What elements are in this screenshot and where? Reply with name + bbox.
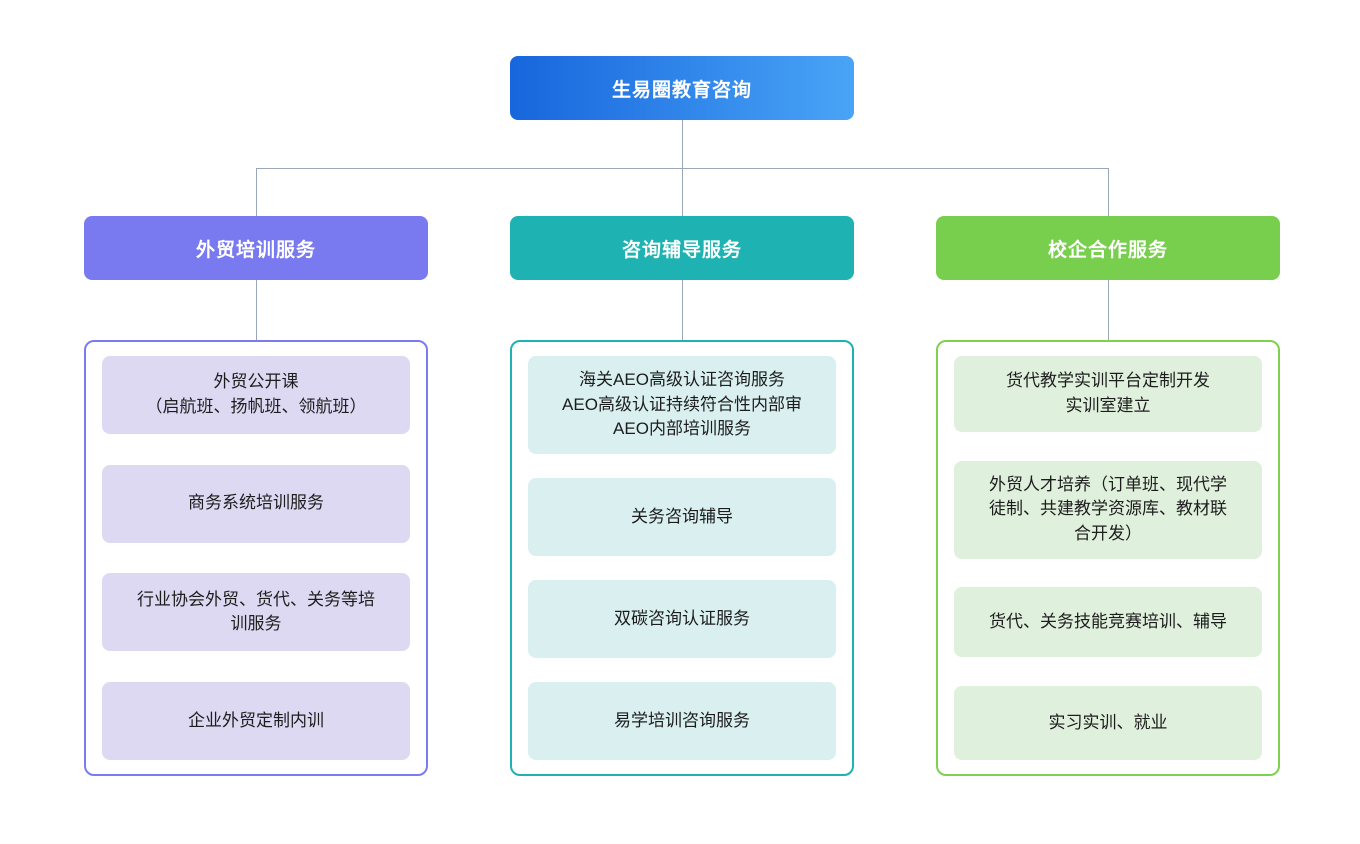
item-line: 双碳咨询认证服务 [614, 608, 750, 628]
branch-item[interactable]: 企业外贸定制内训 [102, 681, 410, 760]
item-line: 商务系统培训服务 [188, 493, 324, 513]
item-line: （启航班、扬帆班、领航班） [145, 397, 367, 416]
connector-stem-branch-3 [1108, 280, 1109, 340]
branch-header-label: 外贸培训服务 [195, 239, 316, 261]
item-line: 海关AEO高级认证咨询服务 [579, 370, 785, 390]
item-line: 易学培训咨询服务 [614, 710, 750, 730]
branch-item[interactable]: 海关AEO高级认证咨询服务 AEO高级认证持续符合性内部审 AEO内部培训服务 [528, 356, 836, 454]
item-line: AEO内部培训服务 [613, 419, 751, 439]
item-line: 徒制、共建教学资源库、教材联 [989, 499, 1227, 519]
branch-item[interactable]: 行业协会外贸、货代、关务等培 训服务 [102, 573, 410, 652]
branch-item[interactable]: 货代、关务技能竞赛培训、辅导 [954, 587, 1262, 658]
item-line: 外贸人才培养（订单班、现代学 [989, 474, 1227, 494]
item-line: 货代教学实训平台定制开发 [1006, 371, 1210, 391]
item-line: 行业协会外贸、货代、关务等培 [137, 589, 375, 609]
branch-item[interactable]: 关务咨询辅导 [528, 478, 836, 556]
connector-stem-branch-1 [256, 280, 257, 340]
connector-drop-branch-2 [682, 168, 683, 216]
branch-item[interactable]: 双碳咨询认证服务 [528, 580, 836, 658]
branch-container-consulting: 海关AEO高级认证咨询服务 AEO高级认证持续符合性内部审 AEO内部培训服务 … [510, 340, 854, 776]
connector-root-stem [682, 120, 683, 168]
item-line: 企业外贸定制内训 [188, 710, 324, 730]
branch-header-consulting[interactable]: 咨询辅导服务 [510, 216, 854, 280]
branch-container-training: 外贸公开课 （启航班、扬帆班、领航班） 商务系统培训服务 行业协会外贸、货代、关… [84, 340, 428, 776]
branch-item[interactable]: 外贸人才培养（订单班、现代学 徒制、共建教学资源库、教材联 合开发） [954, 460, 1262, 559]
item-line: 关务咨询辅导 [631, 506, 733, 526]
item-line: 货代、关务技能竞赛培训、辅导 [989, 611, 1227, 631]
branch-item[interactable]: 货代教学实训平台定制开发 实训室建立 [954, 356, 1262, 432]
item-line: 外贸公开课 [213, 372, 299, 392]
connector-drop-branch-3 [1108, 168, 1109, 216]
branch-item[interactable]: 外贸公开课 （启航班、扬帆班、领航班） [102, 356, 410, 434]
branch-header-label: 咨询辅导服务 [621, 239, 742, 261]
root-node[interactable]: 生易圈教育咨询 [510, 56, 854, 120]
item-line: 合开发） [1074, 523, 1142, 543]
item-line: 实训室建立 [1065, 396, 1151, 415]
item-line: 训服务 [230, 614, 282, 634]
branch-item[interactable]: 易学培训咨询服务 [528, 682, 836, 760]
branch-header-training[interactable]: 外贸培训服务 [84, 216, 428, 280]
branch-header-label: 校企合作服务 [1047, 239, 1168, 261]
connector-stem-branch-2 [682, 280, 683, 340]
item-line: 实习实训、就业 [1048, 712, 1168, 732]
root-node-label: 生易圈教育咨询 [611, 79, 752, 101]
branch-container-school-enterprise: 货代教学实训平台定制开发 实训室建立 外贸人才培养（订单班、现代学 徒制、共建教… [936, 340, 1280, 776]
branch-item[interactable]: 商务系统培训服务 [102, 464, 410, 543]
item-line: AEO高级认证持续符合性内部审 [562, 394, 802, 414]
branch-item[interactable]: 实习实训、就业 [954, 685, 1262, 760]
branch-header-school-enterprise[interactable]: 校企合作服务 [936, 216, 1280, 280]
connector-drop-branch-1 [256, 168, 257, 216]
